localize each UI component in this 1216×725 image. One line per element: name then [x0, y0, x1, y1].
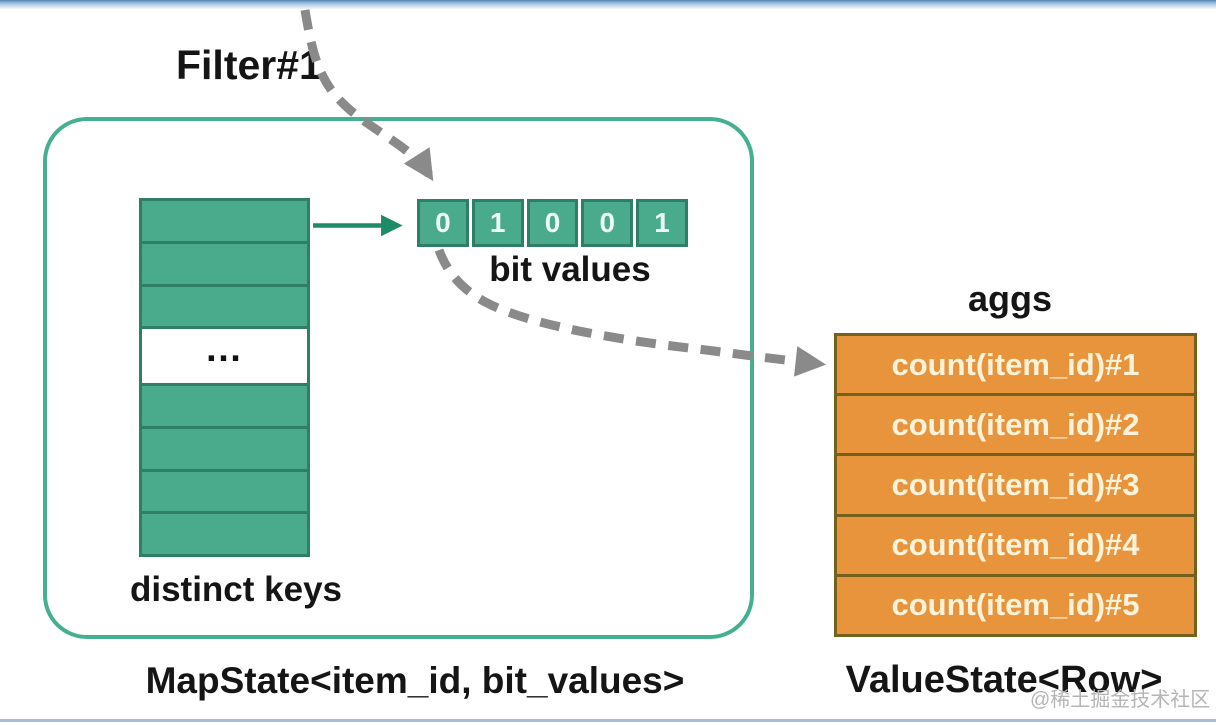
agg-row: count(item_id)#2 — [837, 393, 1194, 454]
bottom-divider — [0, 719, 1216, 722]
key-row — [142, 201, 307, 241]
watermark: @稀土掘金技术社区 — [1030, 689, 1211, 711]
agg-row: count(item_id)#4 — [837, 513, 1194, 574]
key-row-ellipsis: … — [142, 326, 307, 383]
filter-label: Filter#1 — [176, 42, 322, 88]
key-row — [142, 383, 307, 426]
bit-cell: 0 — [581, 199, 634, 247]
bit-values-label: bit values — [489, 250, 651, 289]
key-row — [142, 468, 307, 512]
top-gradient-bar — [0, 0, 1216, 9]
map-state-caption: MapState<item_id, bit_values> — [145, 660, 685, 701]
bit-cell: 1 — [636, 199, 688, 247]
distinct-keys-label: distinct keys — [129, 570, 343, 609]
value-state-caption: ValueState<Row> — [845, 659, 1163, 701]
agg-row: count(item_id)#5 — [837, 573, 1194, 635]
agg-row: count(item_id)#3 — [837, 453, 1194, 514]
key-row — [142, 511, 307, 554]
bit-cell: 0 — [526, 199, 579, 247]
aggs-label: aggs — [967, 278, 1053, 319]
agg-row: count(item_id)#1 — [837, 336, 1194, 394]
key-row — [142, 283, 307, 327]
key-row — [142, 240, 307, 284]
bit-cell: 1 — [471, 199, 524, 247]
distinct-keys-stack: … — [139, 198, 310, 557]
bit-cell: 0 — [417, 199, 469, 247]
key-row — [142, 425, 307, 469]
